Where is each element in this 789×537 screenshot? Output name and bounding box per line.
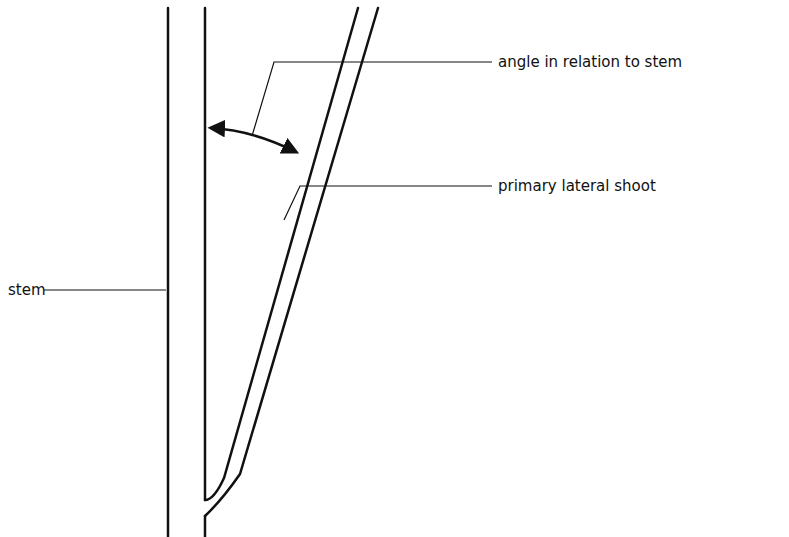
shoot-line bbox=[205, 8, 378, 516]
shoot-line bbox=[205, 8, 358, 500]
stem-line bbox=[167, 8, 170, 537]
part-label: angle in relation to stem bbox=[498, 53, 682, 71]
leader-line bbox=[44, 289, 166, 290]
stem-line bbox=[204, 516, 207, 537]
part-label: primary lateral shoot bbox=[498, 177, 656, 195]
part-label: stem bbox=[8, 281, 46, 299]
stem-line bbox=[204, 8, 207, 500]
leader-line bbox=[284, 186, 492, 220]
leader-line bbox=[252, 62, 492, 136]
